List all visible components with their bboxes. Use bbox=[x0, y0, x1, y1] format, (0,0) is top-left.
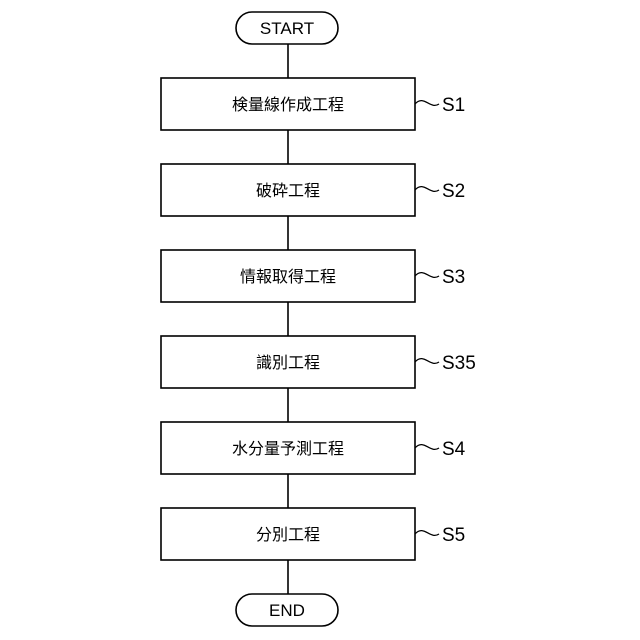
step-s2: 破砕工程 S2 bbox=[161, 164, 465, 216]
step-s1: 検量線作成工程 S1 bbox=[161, 78, 465, 130]
step-s5: 分別工程 S5 bbox=[161, 508, 465, 560]
start-terminal: START bbox=[236, 12, 338, 44]
step-ref-leader bbox=[415, 187, 439, 192]
step-ref-leader bbox=[415, 273, 439, 278]
step-label: 識別工程 bbox=[256, 353, 320, 372]
step-ref: S2 bbox=[442, 181, 465, 202]
step-s35: 識別工程 S35 bbox=[161, 336, 476, 388]
step-ref-leader bbox=[415, 445, 439, 450]
step-ref: S3 bbox=[442, 267, 465, 288]
step-s3: 情報取得工程 S3 bbox=[161, 250, 465, 302]
step-ref-leader bbox=[415, 359, 439, 364]
step-ref: S35 bbox=[442, 353, 476, 374]
step-label: 検量線作成工程 bbox=[232, 95, 344, 114]
step-label: 水分量予測工程 bbox=[232, 439, 344, 458]
start-terminal-label: START bbox=[260, 19, 314, 38]
step-label: 分別工程 bbox=[256, 525, 320, 544]
step-ref: S4 bbox=[442, 439, 466, 460]
end-terminal: END bbox=[236, 594, 338, 626]
step-ref-leader bbox=[415, 101, 439, 106]
step-ref: S1 bbox=[442, 95, 465, 116]
end-terminal-label: END bbox=[269, 601, 305, 620]
step-s4: 水分量予測工程 S4 bbox=[161, 422, 466, 474]
step-label: 情報取得工程 bbox=[240, 267, 336, 286]
step-label: 破砕工程 bbox=[256, 181, 320, 200]
step-ref-leader bbox=[415, 531, 439, 536]
step-ref: S5 bbox=[442, 525, 465, 546]
